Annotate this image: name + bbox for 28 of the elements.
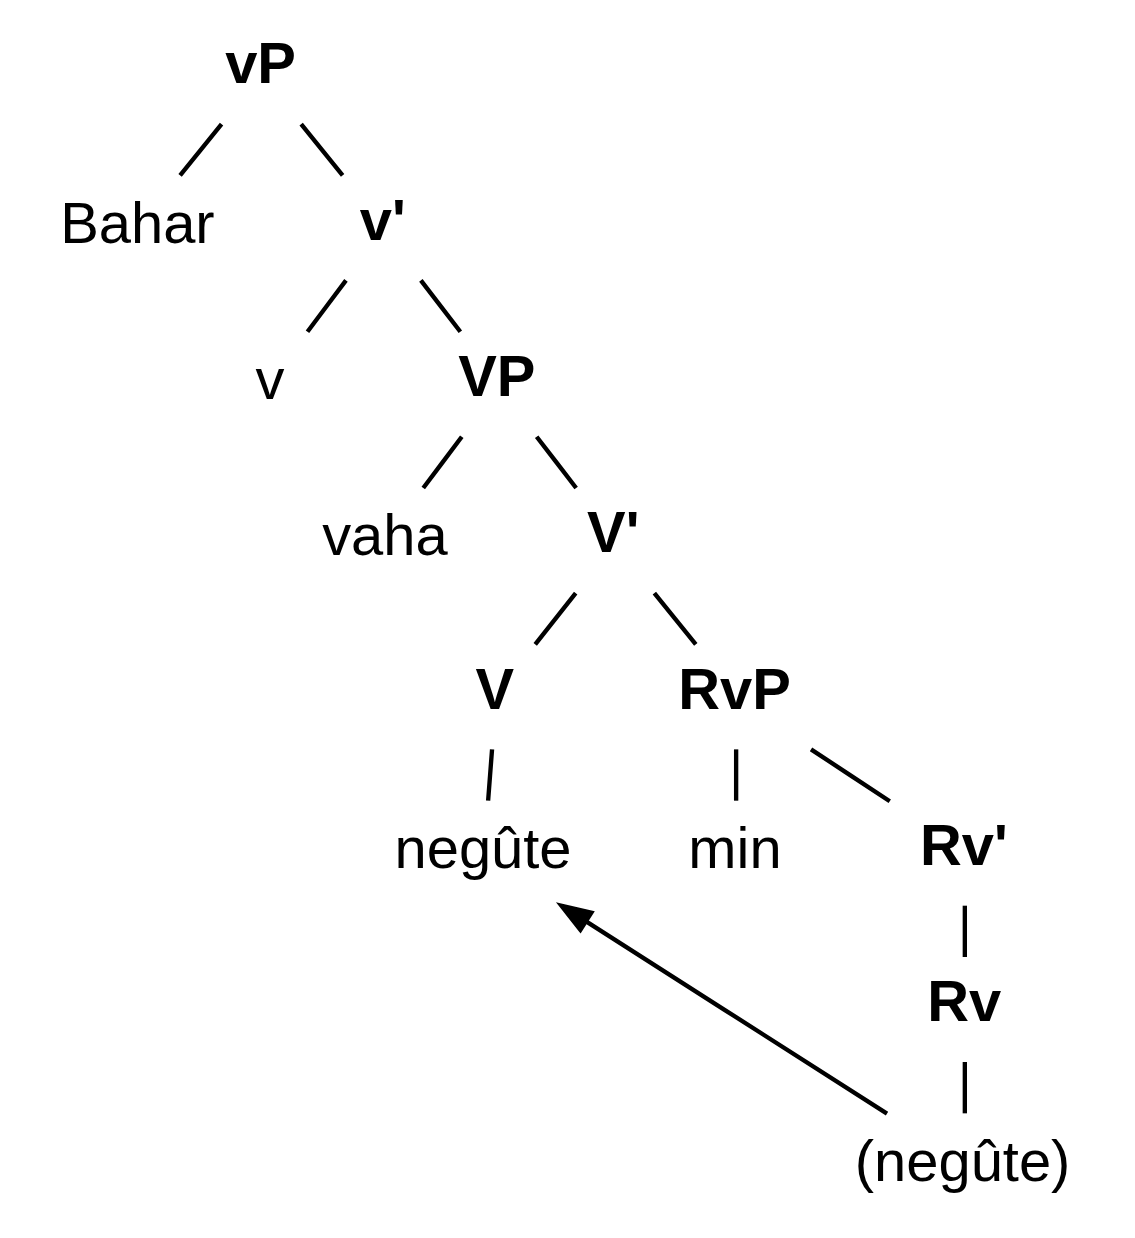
node-text: (negûte) — [854, 1128, 1071, 1193]
connector — [733, 749, 739, 801]
node-text: Rv' — [919, 813, 1008, 878]
connector — [419, 279, 463, 334]
connector — [962, 1062, 967, 1114]
connector — [305, 279, 348, 333]
node-text: Bahar — [60, 190, 215, 255]
node-text: min — [688, 815, 782, 880]
node-text: vaha — [322, 503, 448, 568]
node-text: vP — [225, 31, 296, 96]
connector — [178, 122, 224, 177]
node-text: V' — [587, 500, 640, 565]
connector — [299, 122, 345, 177]
node-text: RvP — [678, 656, 791, 721]
connector — [485, 749, 495, 801]
node-text: VP — [458, 344, 536, 409]
connector — [421, 435, 464, 490]
connector — [809, 747, 891, 804]
node-text: negûte — [394, 815, 572, 880]
node-text: v' — [359, 187, 406, 252]
arrow — [555, 902, 889, 1116]
connector — [962, 905, 967, 957]
node-text: v — [255, 346, 285, 411]
node-text: V — [475, 656, 515, 721]
connector — [533, 591, 578, 646]
connector — [652, 591, 698, 646]
connector — [534, 435, 578, 490]
node-text: Rv — [927, 969, 1002, 1034]
